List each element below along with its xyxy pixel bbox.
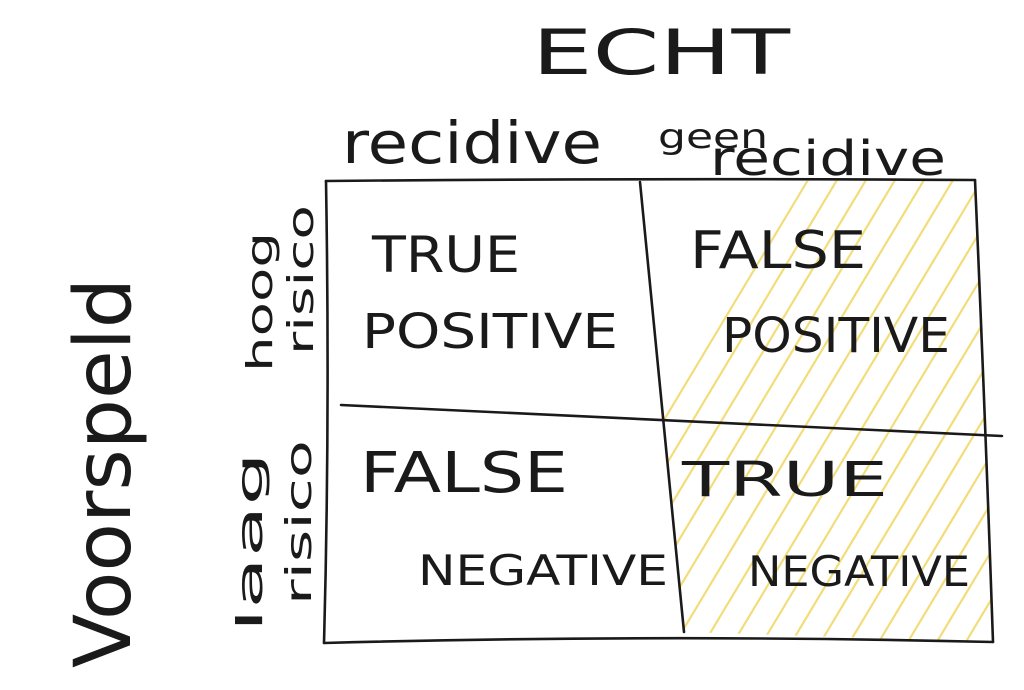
column-header-geen: geen: [658, 117, 768, 157]
cell-true-negative-line1: TRUE: [680, 452, 888, 508]
matrix-grid: [322, 177, 1004, 645]
cell-false-negative-line2: NEGATIVE: [418, 546, 668, 595]
grid-left-border: [322, 179, 329, 645]
hatch-line: [692, 180, 993, 642]
hatch-line: [640, 180, 851, 642]
grid-right-border: [973, 178, 995, 644]
hatch-line: [808, 180, 993, 642]
grid-top-border: [324, 177, 977, 183]
row-header-hoog-risico: risico: [281, 205, 322, 355]
hatch-line: [640, 180, 822, 642]
cell-false-positive-line2: POSITIVE: [722, 308, 950, 364]
hatch-line: [895, 180, 993, 642]
hatch-line: [750, 180, 993, 642]
hatch-line: [663, 180, 967, 642]
cell-false-positive-line1: FALSE: [690, 221, 866, 281]
hatch-line: [924, 180, 993, 642]
row-header-laag: laag: [230, 452, 271, 632]
cell-true-negative-line2: NEGATIVE: [748, 547, 970, 596]
hatch-line: [1013, 160, 1024, 660]
column-header-recidive: recidive: [342, 109, 602, 177]
hatch-line: [640, 180, 938, 642]
grid-horizontal-divider: [339, 403, 1004, 438]
cell-true-positive-line2: POSITIVE: [362, 304, 618, 360]
row-header-hoog: hoog: [240, 232, 281, 372]
hatch-line: [866, 180, 993, 642]
hatch-line: [779, 180, 993, 642]
row-axis-voorspeld: Voorspeld: [59, 278, 149, 668]
title-echt: ECHT: [532, 16, 792, 89]
column-header-geen-recidive: recidive: [710, 131, 946, 187]
grid-vertical-divider: [638, 180, 686, 634]
cell-true-positive-line1: TRUE: [371, 226, 520, 284]
cell-false-negative-line1: FALSE: [360, 441, 568, 506]
row-header-laag-risico: risico: [279, 440, 320, 605]
hatch-line: [721, 180, 993, 642]
hatch-line: [640, 180, 880, 642]
grid-bottom-border: [322, 636, 995, 645]
